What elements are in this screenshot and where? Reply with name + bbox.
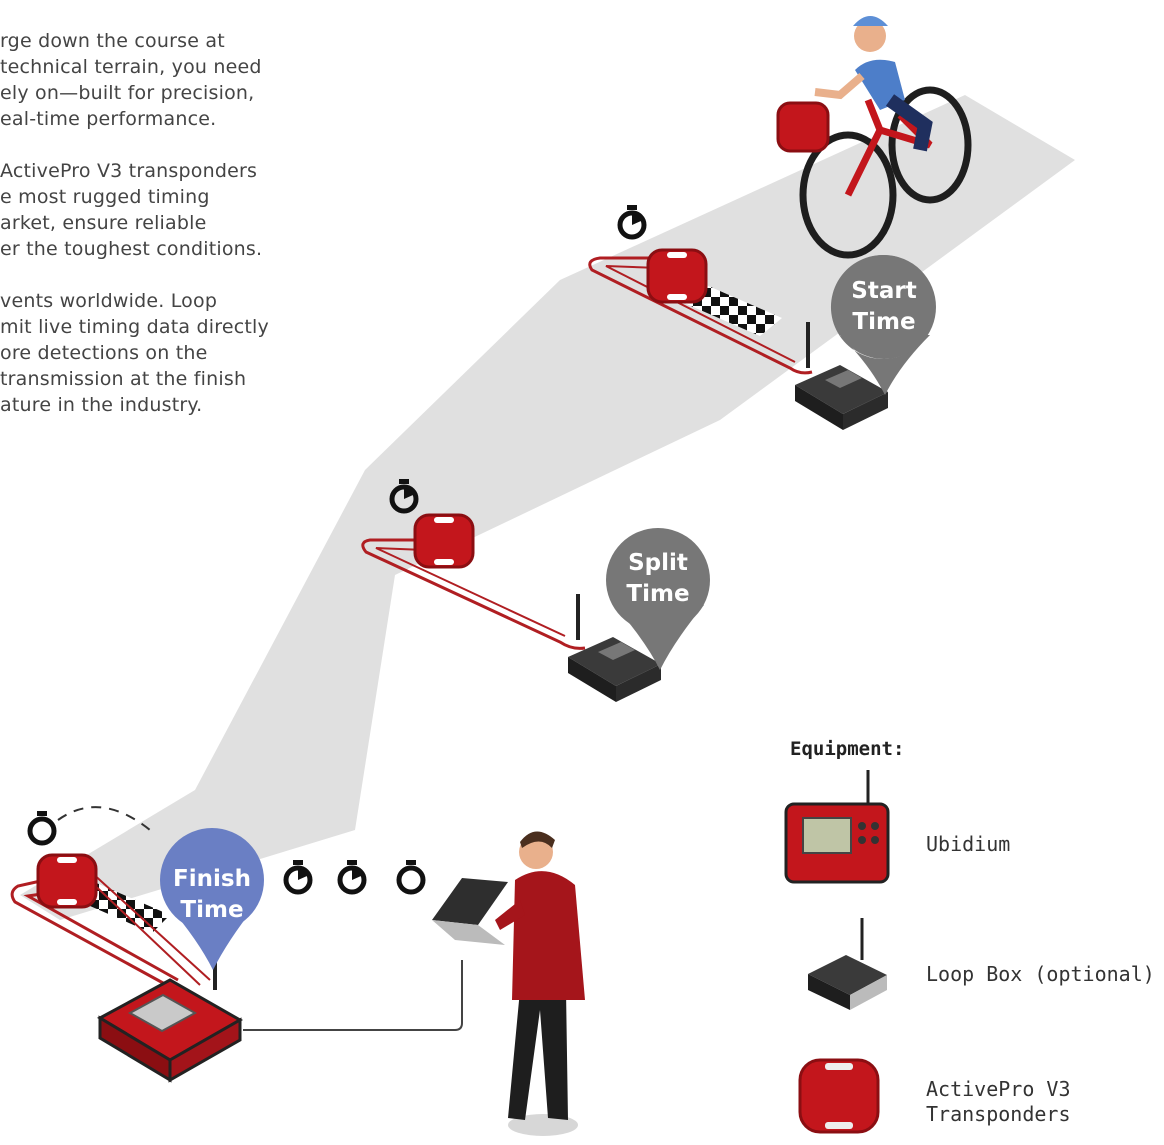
intro-line: arket, ensure reliable [0, 212, 207, 234]
split-transponder-icon [413, 513, 475, 569]
start-time-marker [830, 255, 936, 395]
course-path [20, 95, 1075, 920]
finish-stopwatch-icon [27, 811, 57, 846]
cyclist-transponder-icon [776, 101, 830, 153]
finish-label-line-2: Time [180, 897, 244, 923]
split-timing-loop [361, 538, 586, 650]
equipment-ubidium-label: Ubidium [926, 832, 1011, 856]
equipment-loop-box-label: Loop Box (optional) [926, 962, 1155, 986]
equipment-transponders-line-2: Transponders [926, 1102, 1071, 1126]
split-time-label: Split Time [608, 548, 708, 610]
laptop-cable [243, 960, 463, 1031]
start-stopwatch-icon [617, 205, 647, 240]
intro-line: eal-time performance. [0, 108, 217, 130]
equipment-ubidium-icon [784, 770, 890, 884]
intro-paragraph-3: vents worldwide. Loop mit live timing da… [0, 288, 330, 418]
stopwatch-icon-3 [396, 860, 426, 895]
finish-ubidium-device-icon [96, 940, 244, 1083]
start-timing-loop [588, 256, 813, 375]
equipment-transponders-line-1: ActivePro V3 [926, 1077, 1071, 1101]
operator-with-laptop-icon [432, 831, 585, 1136]
stopwatch-icon-1 [283, 860, 313, 895]
stopwatch-icon-2 [337, 860, 367, 895]
equipment-loop-box-icon [808, 918, 887, 1010]
split-label-line-1: Split [628, 550, 688, 576]
intro-line: transmission at the finish [0, 368, 247, 390]
intro-line: mit live timing data directly [0, 316, 269, 338]
start-loop-box-icon [795, 322, 888, 430]
finish-label-line-1: Finish [173, 866, 251, 892]
start-label-line-1: Start [851, 278, 917, 304]
split-time-marker [606, 528, 710, 670]
finish-transponder-icon [36, 853, 98, 909]
intro-line: ely on—built for precision, [0, 82, 255, 104]
intro-paragraph-2: ActivePro V3 transponders e most rugged … [0, 158, 330, 262]
equipment-title: Equipment: [790, 738, 905, 760]
start-label-line-2: Time [852, 309, 916, 335]
intro-text: rge down the course at technical terrain… [0, 28, 330, 444]
live-stopwatch-icons [283, 860, 426, 895]
intro-line: rge down the course at [0, 30, 225, 52]
split-label-line-2: Time [626, 581, 690, 607]
cyclist-icon [776, 16, 972, 259]
start-transponder-icon [646, 248, 708, 304]
intro-line: e most rugged timing [0, 186, 210, 208]
split-stopwatch-icon [389, 479, 419, 514]
start-time-label: Start Time [834, 276, 934, 338]
intro-line: ature in the industry. [0, 394, 203, 416]
finish-time-label: Finish Time [160, 864, 264, 926]
intro-line: ActivePro V3 transponders [0, 160, 258, 182]
equipment-transponders-label: ActivePro V3 Transponders [926, 1077, 1071, 1127]
intro-line: ore detections on the [0, 342, 208, 364]
intro-line: vents worldwide. Loop [0, 290, 218, 312]
intro-paragraph-1: rge down the course at technical terrain… [0, 28, 330, 132]
intro-line: er the toughest conditions. [0, 238, 263, 260]
intro-line: technical terrain, you need [0, 56, 262, 78]
equipment-transponder-icon [798, 1058, 880, 1134]
finish-time-marker [160, 828, 264, 970]
split-loop-box-icon [568, 594, 661, 702]
